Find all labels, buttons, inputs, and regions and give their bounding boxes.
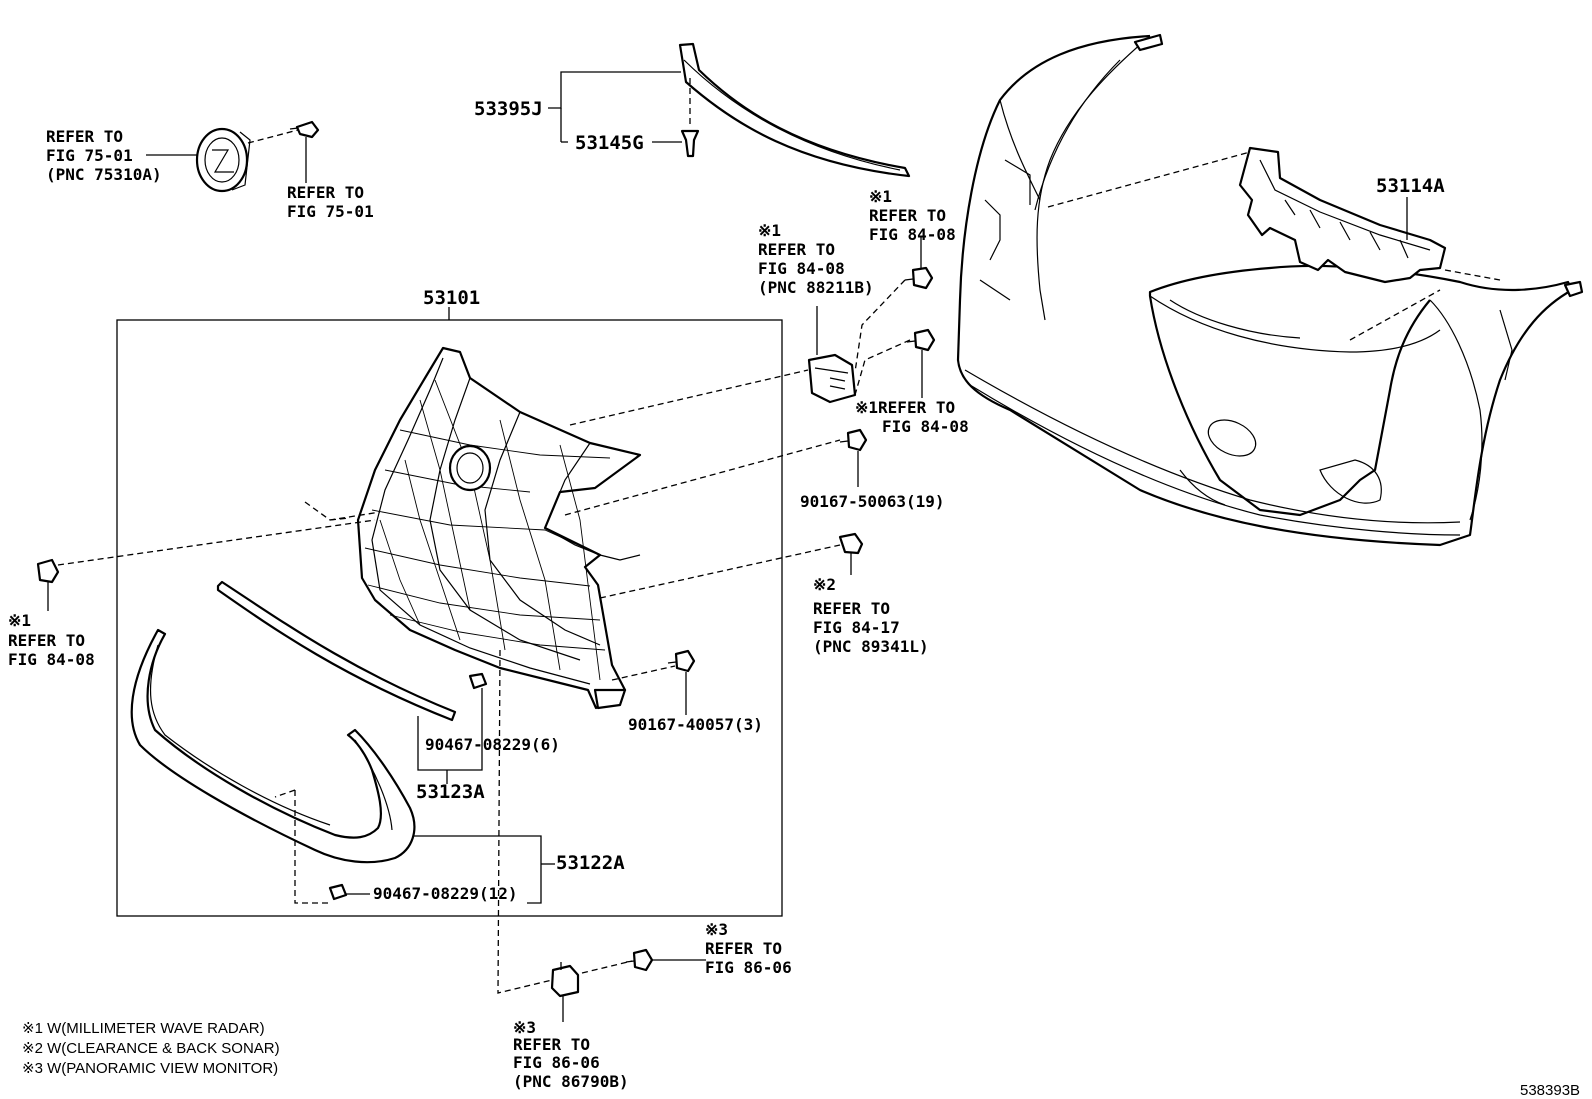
emblem-screw[interactable]	[289, 120, 320, 139]
sonar-sensor-part[interactable]	[838, 532, 864, 555]
label-53122A: 53122A	[556, 852, 625, 874]
bumper-retainer-part[interactable]	[1238, 146, 1447, 284]
radiator-grille-part[interactable]	[356, 346, 642, 710]
svg-text:REFER TO: REFER TO	[758, 240, 835, 259]
svg-text:(PNC 89341L): (PNC 89341L)	[813, 637, 929, 656]
svg-text:(PNC 86790B): (PNC 86790B)	[513, 1072, 629, 1091]
svg-text:FIG 75-01: FIG 75-01	[287, 202, 374, 221]
svg-text:※1: ※1	[869, 187, 892, 206]
label-camera-screw: ※3 REFER TO FIG 86-06	[705, 920, 792, 977]
svg-text:※1: ※1	[758, 221, 781, 240]
label-camera: ※3 REFER TO FIG 86-06 (PNC 86790B)	[513, 1018, 629, 1091]
svg-text:FIG 84-08: FIG 84-08	[758, 259, 845, 278]
label-90467-08229-12: 90467-08229(12)	[373, 884, 518, 903]
center-molding-part[interactable]	[216, 580, 457, 722]
camera-screw[interactable]	[625, 948, 654, 972]
screw-90167-40057[interactable]	[667, 649, 696, 673]
svg-text:FIG 84-08: FIG 84-08	[882, 417, 969, 436]
label-53101: 53101	[423, 287, 480, 309]
upper-clip[interactable]	[680, 129, 700, 158]
label-radar-screw-side: ※1REFER TO FIG 84-08	[855, 398, 969, 436]
upper-molding-part[interactable]	[678, 42, 911, 178]
label-emblem-screw: REFER TO FIG 75-01	[287, 183, 374, 221]
svg-text:※2: ※2	[813, 575, 836, 594]
svg-text:REFER TO: REFER TO	[46, 127, 123, 146]
label-90167-40057: 90167-40057(3)	[628, 715, 763, 734]
svg-text:REFER TO: REFER TO	[513, 1035, 590, 1054]
svg-text:(PNC 75310A): (PNC 75310A)	[46, 165, 162, 184]
label-left-clip: ※1 REFER TO FIG 84-08	[8, 611, 95, 669]
footnotes: ※1 W(MILLIMETER WAVE RADAR) ※2 W(CLEARAN…	[22, 1020, 280, 1077]
svg-text:※1: ※1	[8, 611, 31, 630]
emblem-part[interactable]	[195, 127, 251, 193]
svg-text:FIG 86-06: FIG 86-06	[513, 1053, 600, 1072]
svg-text:REFER TO: REFER TO	[8, 631, 85, 650]
clip-90467-08229-12[interactable]	[328, 883, 348, 901]
label-radar-screw-top: ※1 REFER TO FIG 84-08	[869, 187, 956, 244]
left-clip-part[interactable]	[36, 558, 60, 584]
svg-text:※1 W(MILLIMETER WAVE RADAR): ※1 W(MILLIMETER WAVE RADAR)	[22, 1020, 265, 1037]
lower-molding-part[interactable]	[130, 628, 416, 864]
svg-text:※1REFER TO: ※1REFER TO	[855, 398, 955, 417]
svg-text:※3: ※3	[705, 920, 728, 939]
svg-text:REFER TO: REFER TO	[705, 939, 782, 958]
radar-screw-side[interactable]	[906, 328, 936, 352]
svg-text:FIG 84-17: FIG 84-17	[813, 618, 900, 637]
label-53395J: 53395J	[474, 98, 543, 120]
svg-text:REFER TO: REFER TO	[813, 599, 890, 618]
label-90467-08229-6: 90467-08229(6)	[425, 735, 560, 754]
clip-90467-08229-6[interactable]	[468, 672, 488, 690]
svg-text:※3: ※3	[513, 1018, 536, 1037]
label-emblem: REFER TO FIG 75-01 (PNC 75310A)	[46, 127, 162, 184]
svg-text:FIG 75-01: FIG 75-01	[46, 146, 133, 165]
svg-text:FIG 84-08: FIG 84-08	[8, 650, 95, 669]
radar-screw-top[interactable]	[904, 266, 934, 290]
front-bumper-cover[interactable]	[956, 33, 1584, 547]
svg-text:REFER TO: REFER TO	[287, 183, 364, 202]
svg-text:※2 W(CLEARANCE & BACK SONAR): ※2 W(CLEARANCE & BACK SONAR)	[22, 1040, 280, 1057]
camera-part[interactable]	[550, 962, 580, 998]
svg-text:(PNC 88211B): (PNC 88211B)	[758, 278, 874, 297]
label-sonar: ※2 REFER TO FIG 84-17 (PNC 89341L)	[813, 575, 929, 656]
label-53114A: 53114A	[1376, 175, 1445, 197]
svg-text:FIG 84-08: FIG 84-08	[869, 225, 956, 244]
diagram-id: 538393B	[1520, 1082, 1580, 1099]
svg-text:REFER TO: REFER TO	[869, 206, 946, 225]
label-53145G: 53145G	[575, 132, 644, 154]
svg-text:※3 W(PANORAMIC VIEW MONITOR): ※3 W(PANORAMIC VIEW MONITOR)	[22, 1060, 278, 1077]
radar-sensor-part[interactable]	[807, 353, 857, 404]
label-radar-sensor: ※1 REFER TO FIG 84-08 (PNC 88211B)	[758, 221, 874, 297]
label-90167-50063: 90167-50063(19)	[800, 492, 945, 511]
svg-text:FIG 86-06: FIG 86-06	[705, 958, 792, 977]
screw-90167-50063[interactable]	[839, 428, 868, 452]
label-53123A: 53123A	[416, 781, 485, 803]
